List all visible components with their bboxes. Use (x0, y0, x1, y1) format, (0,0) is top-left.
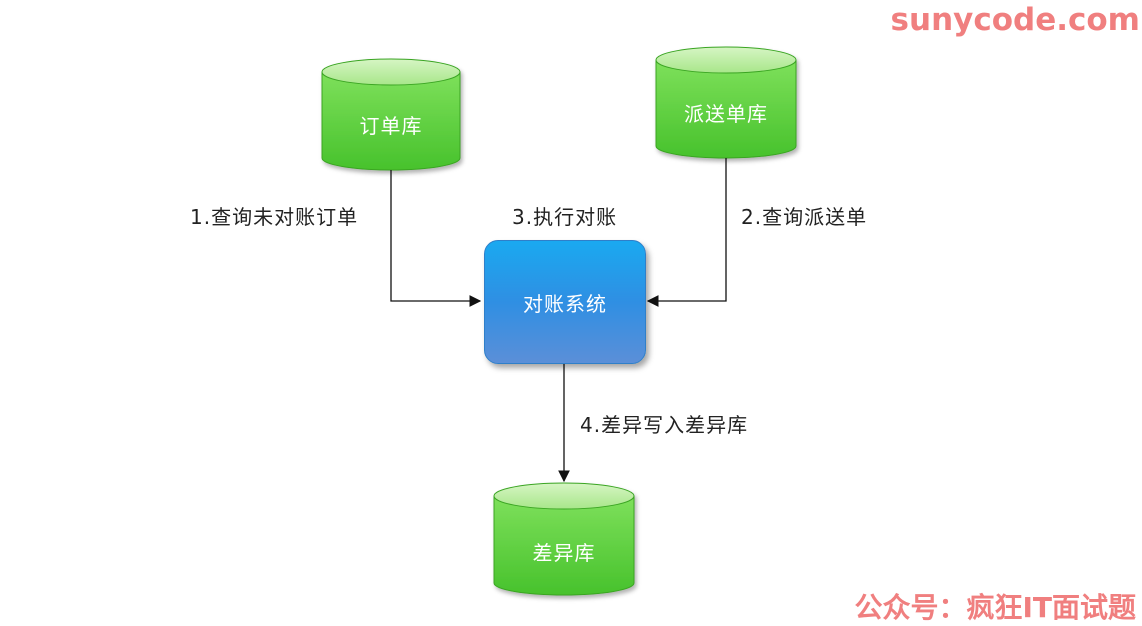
watermark-site: sunycode.com (890, 2, 1140, 38)
edge-dispatch-to-system (646, 158, 727, 307)
diff-db-cylinder (493, 482, 635, 596)
recon-system-node: 对账系统 (484, 240, 646, 364)
watermark-account: 公众号：疯狂IT面试题 (854, 591, 1136, 624)
dispatch-db-label: 派送单库 (684, 102, 768, 126)
edge-label-step3: 3.执行对账 (512, 205, 618, 229)
order-db-cylinder (321, 58, 461, 171)
edge-label-step2: 2.查询派送单 (741, 205, 868, 229)
recon-system-label: 对账系统 (523, 291, 607, 316)
edge-order-to-system (390, 170, 482, 307)
edge-label-step1: 1.查询未对账订单 (190, 205, 359, 229)
edge-label-step4: 4.差异写入差异库 (580, 413, 749, 437)
dispatch-db-cylinder (655, 46, 797, 159)
diff-db-label: 差异库 (532, 541, 596, 565)
order-db-label: 订单库 (359, 114, 423, 138)
